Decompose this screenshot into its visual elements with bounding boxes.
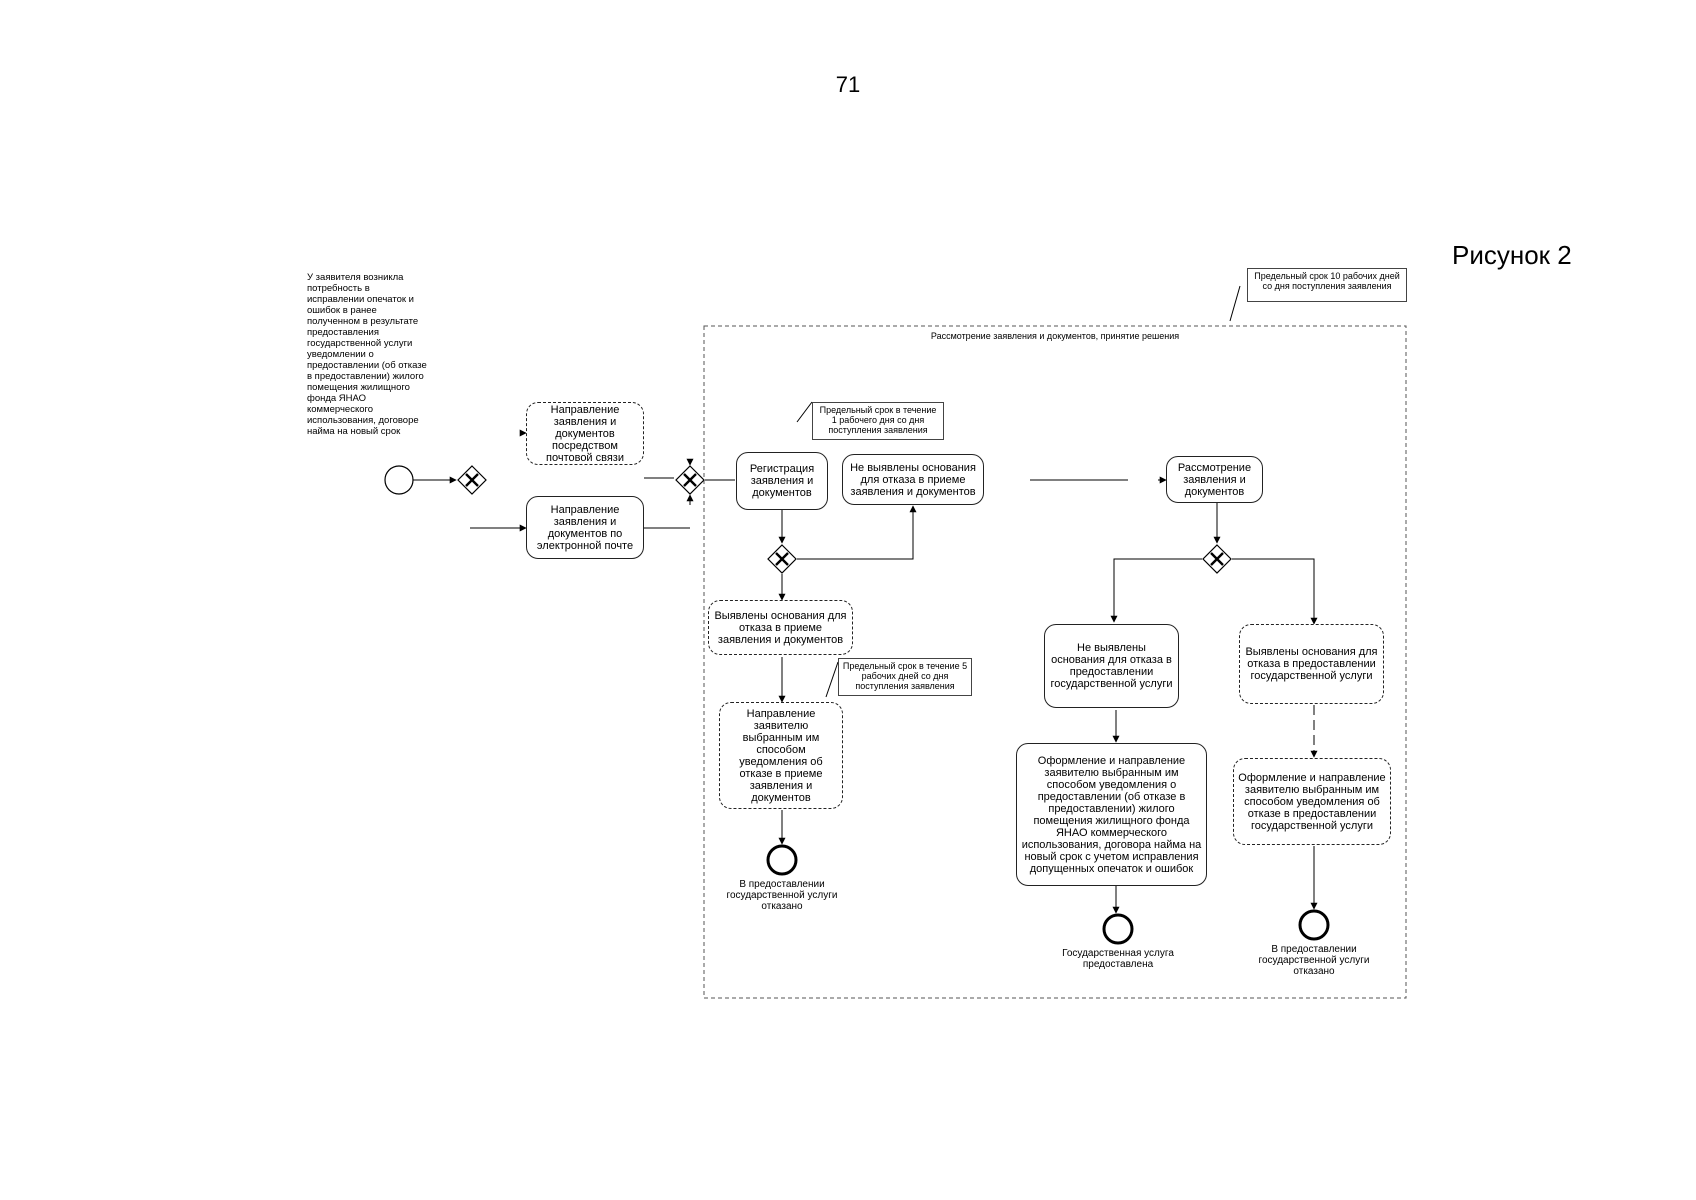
gateway-split-channel bbox=[457, 465, 487, 495]
task-grounds-reception: Выявлены основания для отказа в приеме з… bbox=[708, 600, 853, 655]
task-notify-reception-refusal: Направление заявителю выбранным им спосо… bbox=[719, 702, 843, 809]
task-issue-corrected-document: Оформление и направление заявителю выбра… bbox=[1016, 743, 1207, 886]
task-review: Рассмотрение заявления и документов bbox=[1166, 456, 1263, 503]
gateway-reception-check bbox=[767, 544, 797, 574]
gateway-merge-channel bbox=[675, 465, 705, 495]
task-send-by-email: Направление заявления и документов по эл… bbox=[526, 496, 644, 559]
start-event bbox=[384, 465, 414, 495]
task-grounds-service: Выявлены основания для отказа в предоста… bbox=[1239, 624, 1384, 704]
page-number: 71 bbox=[835, 72, 861, 97]
task-registration: Регистрация заявления и документов bbox=[736, 452, 828, 510]
deadline-10-days-note: Предельный срок 10 рабочих дней со дня п… bbox=[1247, 268, 1407, 302]
start-event-label: У заявителя возникла потребность в испра… bbox=[307, 272, 427, 437]
end-event-refused-service-label: В предоставлении государственной услуги … bbox=[1258, 944, 1370, 977]
task-issue-service-refusal: Оформление и направление заявителю выбра… bbox=[1233, 758, 1391, 845]
task-send-by-post: Направление заявления и документов посре… bbox=[526, 402, 644, 465]
end-event-refused-reception bbox=[766, 844, 798, 876]
task-no-grounds-service: Не выявлены основания для отказа в предо… bbox=[1044, 624, 1179, 708]
end-event-provided-label: Государственная услуга предоставлена bbox=[1062, 948, 1174, 970]
gateway-service-check bbox=[1202, 544, 1232, 574]
deadline-1-day-note: Предельный срок в течение 1 рабочего дня… bbox=[812, 402, 944, 440]
pool-boundary bbox=[703, 325, 1407, 999]
end-event-provided bbox=[1102, 913, 1134, 945]
end-event-refused-reception-label: В предоставлении государственной услуги … bbox=[726, 879, 838, 912]
end-event-refused-service bbox=[1298, 909, 1330, 941]
task-no-grounds-reception: Не выявлены основания для отказа в прием… bbox=[842, 454, 984, 505]
pool-title: Рассмотрение заявления и документов, при… bbox=[930, 331, 1180, 341]
deadline-5-days-note: Предельный срок в течение 5 рабочих дней… bbox=[838, 658, 972, 696]
figure-label: Рисунок 2 bbox=[1452, 240, 1572, 270]
